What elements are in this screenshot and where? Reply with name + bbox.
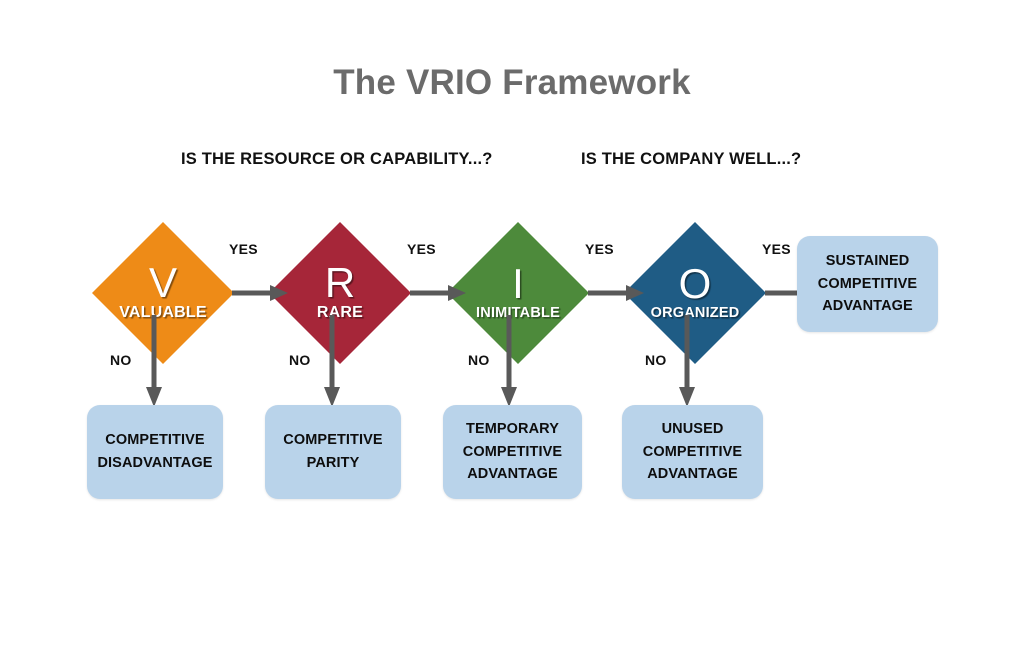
outcome-line: COMPETITIVE — [462, 443, 563, 460]
edge-label-yes-2: YES — [407, 241, 436, 257]
outcome-box-unused-competitive-advantage[interactable]: UNUSED COMPETITIVE ADVANTAGE — [622, 405, 763, 499]
page-title: The VRIO Framework — [333, 63, 691, 102]
decision-node-inimitable[interactable]: I INIMITABLE — [445, 220, 591, 366]
outcome-line: TEMPORARY — [465, 420, 559, 437]
edge-label-no-3: NO — [468, 352, 490, 368]
diamond-shape-organized — [622, 220, 768, 366]
decision-node-valuable[interactable]: V VALUABLE — [90, 220, 236, 366]
outcome-line: ADVANTAGE — [822, 298, 913, 315]
arrow-yes-inimitable-to-organized — [588, 284, 644, 302]
diamond-shape-valuable — [90, 220, 236, 366]
edge-label-no-4: NO — [645, 352, 667, 368]
diamond-shape-inimitable — [445, 220, 591, 366]
outcome-line: COMPETITIVE — [817, 275, 918, 292]
outcome-line: DISADVANTAGE — [97, 455, 213, 471]
diamond-shape-rare — [267, 220, 413, 366]
column-header-resource: IS THE RESOURCE OR CAPABILITY...? — [181, 150, 493, 168]
outcome-line: ADVANTAGE — [647, 466, 738, 483]
outcome-line: COMPETITIVE — [283, 432, 383, 449]
outcome-line: COMPETITIVE — [642, 443, 743, 460]
outcome-line: COMPETITIVE — [105, 432, 205, 449]
arrow-yes-rare-to-inimitable — [410, 284, 466, 302]
outcome-box-temporary-competitive-advantage[interactable]: TEMPORARY COMPETITIVE ADVANTAGE — [443, 405, 582, 499]
outcome-box-competitive-disadvantage[interactable]: COMPETITIVE DISADVANTAGE — [87, 405, 223, 499]
edge-label-no-2: NO — [289, 352, 311, 368]
arrow-no-organized-to-unused — [678, 315, 696, 407]
column-header-company: IS THE COMPANY WELL...? — [581, 150, 802, 168]
outcome-box-sustained-competitive-advantage[interactable]: SUSTAINED COMPETITIVE ADVANTAGE — [797, 236, 938, 332]
outcome-line: ADVANTAGE — [467, 466, 558, 483]
outcome-line: SUSTAINED — [825, 252, 910, 269]
outcome-box-competitive-parity[interactable]: COMPETITIVE PARITY — [265, 405, 401, 499]
arrow-no-rare-to-parity — [323, 315, 341, 407]
edge-label-no-1: NO — [110, 352, 132, 368]
edge-label-yes-1: YES — [229, 241, 258, 257]
outcome-line: UNUSED — [661, 420, 724, 437]
edge-label-yes-4: YES — [762, 241, 791, 257]
arrow-no-valuable-to-disadvantage — [145, 315, 163, 407]
arrow-no-inimitable-to-temporary — [500, 315, 518, 407]
arrow-yes-valuable-to-rare — [232, 284, 288, 302]
edge-label-yes-3: YES — [585, 241, 614, 257]
outcome-line: PARITY — [306, 455, 360, 471]
